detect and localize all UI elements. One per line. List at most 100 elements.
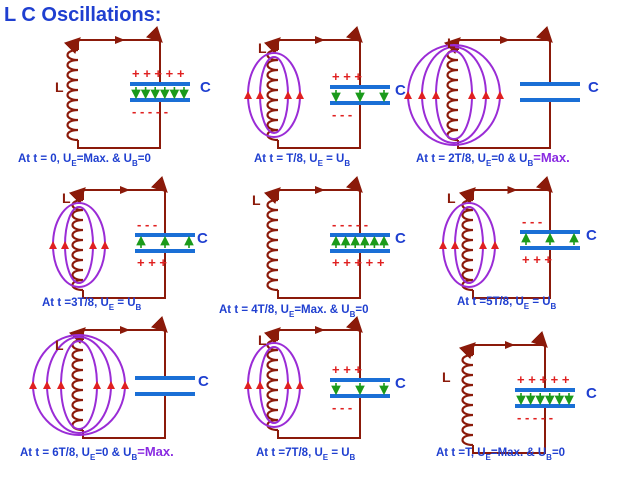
field-arrow: [468, 91, 476, 99]
inductor-coil: [461, 353, 474, 447]
inductor-coil: [266, 198, 279, 292]
capacitor-label: C: [395, 375, 406, 392]
panel-caption: At t = T/8, UE = UB: [254, 153, 350, 168]
field-arrow: [296, 381, 304, 389]
field-arrow: [256, 91, 264, 99]
capacitor-label: C: [200, 79, 211, 96]
magnetic-field-loop: [60, 340, 98, 430]
magnetic-field-loop: [454, 206, 484, 284]
magnetic-field-loop: [435, 50, 473, 140]
negative-charges: - - -: [522, 214, 542, 229]
page-title: L C Oscillations:: [4, 4, 162, 26]
current-arrow: [120, 326, 130, 334]
current-arrow: [120, 186, 130, 194]
negative-charges: - - -: [332, 400, 352, 415]
field-arrow: [93, 381, 101, 389]
capacitor-label: C: [586, 227, 597, 244]
field-arrow: [43, 381, 51, 389]
panel-caption: At t = 2T/8, UE=0 & UB=Max.: [416, 150, 570, 168]
field-arrow: [61, 241, 69, 249]
positive-charges: + + +: [332, 362, 362, 377]
field-arrow: [296, 91, 304, 99]
negative-charges: - - - - -: [332, 217, 368, 232]
inductor-label: L: [55, 79, 64, 95]
panel-caption: At t = 4T/8, UE=Max. & UB=0: [219, 304, 369, 319]
field-arrow: [482, 91, 490, 99]
capacitor-plate-bottom: [135, 249, 195, 253]
field-arrow: [101, 241, 109, 249]
capacitor-plate-bottom: [330, 101, 390, 105]
field-arrow: [432, 91, 440, 99]
negative-charges: - - - - -: [517, 410, 553, 425]
inductor-coil: [266, 338, 279, 432]
inductor-label: L: [447, 35, 456, 51]
field-arrow: [284, 381, 292, 389]
field-arrow: [496, 91, 504, 99]
capacitor-plate-top: [135, 233, 195, 237]
capacitor-plate-bottom: [130, 98, 190, 102]
field-arrow: [284, 91, 292, 99]
capacitor-label: C: [198, 373, 209, 390]
magnetic-field-loop: [259, 346, 289, 424]
positive-charges: + + + + +: [332, 255, 385, 270]
field-arrow: [404, 91, 412, 99]
magnetic-field-loop: [52, 202, 106, 288]
negative-charges: - - -: [332, 107, 352, 122]
capacitor-label: C: [395, 230, 406, 247]
wire-bottom: [277, 251, 361, 299]
field-arrow: [418, 91, 426, 99]
capacitor-plate-top: [130, 82, 190, 86]
inductor-label: L: [447, 190, 456, 206]
capacitor-label: C: [197, 230, 208, 247]
panel-caption: At t =T, UE=Max. & UB=0: [436, 447, 565, 462]
capacitor-plate-top: [330, 85, 390, 89]
current-arrow: [115, 36, 125, 44]
wire-bottom: [472, 406, 546, 454]
current-arrow: [315, 36, 325, 44]
field-arrow: [107, 381, 115, 389]
positive-charges: + + +: [522, 252, 552, 267]
capacitor-plate-top: [520, 82, 580, 86]
positive-charges: + + + + +: [517, 372, 570, 387]
wire-bottom: [277, 103, 361, 149]
inductor-coil: [446, 48, 459, 142]
inductor-label: L: [258, 332, 267, 348]
current-arrow: [500, 36, 510, 44]
capacitor-label: C: [586, 385, 597, 402]
capacitor-label: C: [588, 79, 599, 96]
capacitor-plate-bottom: [330, 394, 390, 398]
positive-charges: + + +: [137, 255, 167, 270]
capacitor-plate-top: [135, 376, 195, 380]
inductor-coil: [71, 338, 84, 432]
magnetic-field-loop: [259, 56, 289, 134]
field-arrow: [256, 381, 264, 389]
current-arrow: [505, 341, 515, 349]
inductor-label: L: [252, 192, 261, 208]
field-arrow: [244, 381, 252, 389]
capacitor-label: C: [395, 82, 406, 99]
field-arrow: [439, 241, 447, 249]
field-arrow: [491, 241, 499, 249]
panel-caption: At t =7T/8, UE = UB: [256, 447, 356, 462]
panel-t5: - - - + + + L C At t =5T/8, UE = UB: [439, 175, 597, 311]
field-arrow: [57, 381, 65, 389]
magnetic-field-loop: [442, 202, 496, 288]
capacitor-plate-bottom: [135, 392, 195, 396]
panel-t4: - - - - - + + + + + L C At t = 4T/8, UE=Max.…: [219, 175, 406, 319]
panel-t7: + + + - - - L C At t =7T/8, UE = UB: [244, 315, 406, 462]
capacitor-plate-bottom: [520, 246, 580, 250]
capacitor-plate-bottom: [515, 404, 575, 408]
current-arrow: [507, 186, 518, 194]
inductor-coil: [266, 48, 279, 142]
capacitor-plate-bottom: [520, 98, 580, 102]
field-arrow: [49, 241, 57, 249]
field-arrow: [89, 241, 97, 249]
capacitor-plate-top: [330, 378, 390, 382]
current-arrow: [315, 186, 325, 194]
panel-caption: At t =5T/8, UE = UB: [457, 296, 557, 311]
